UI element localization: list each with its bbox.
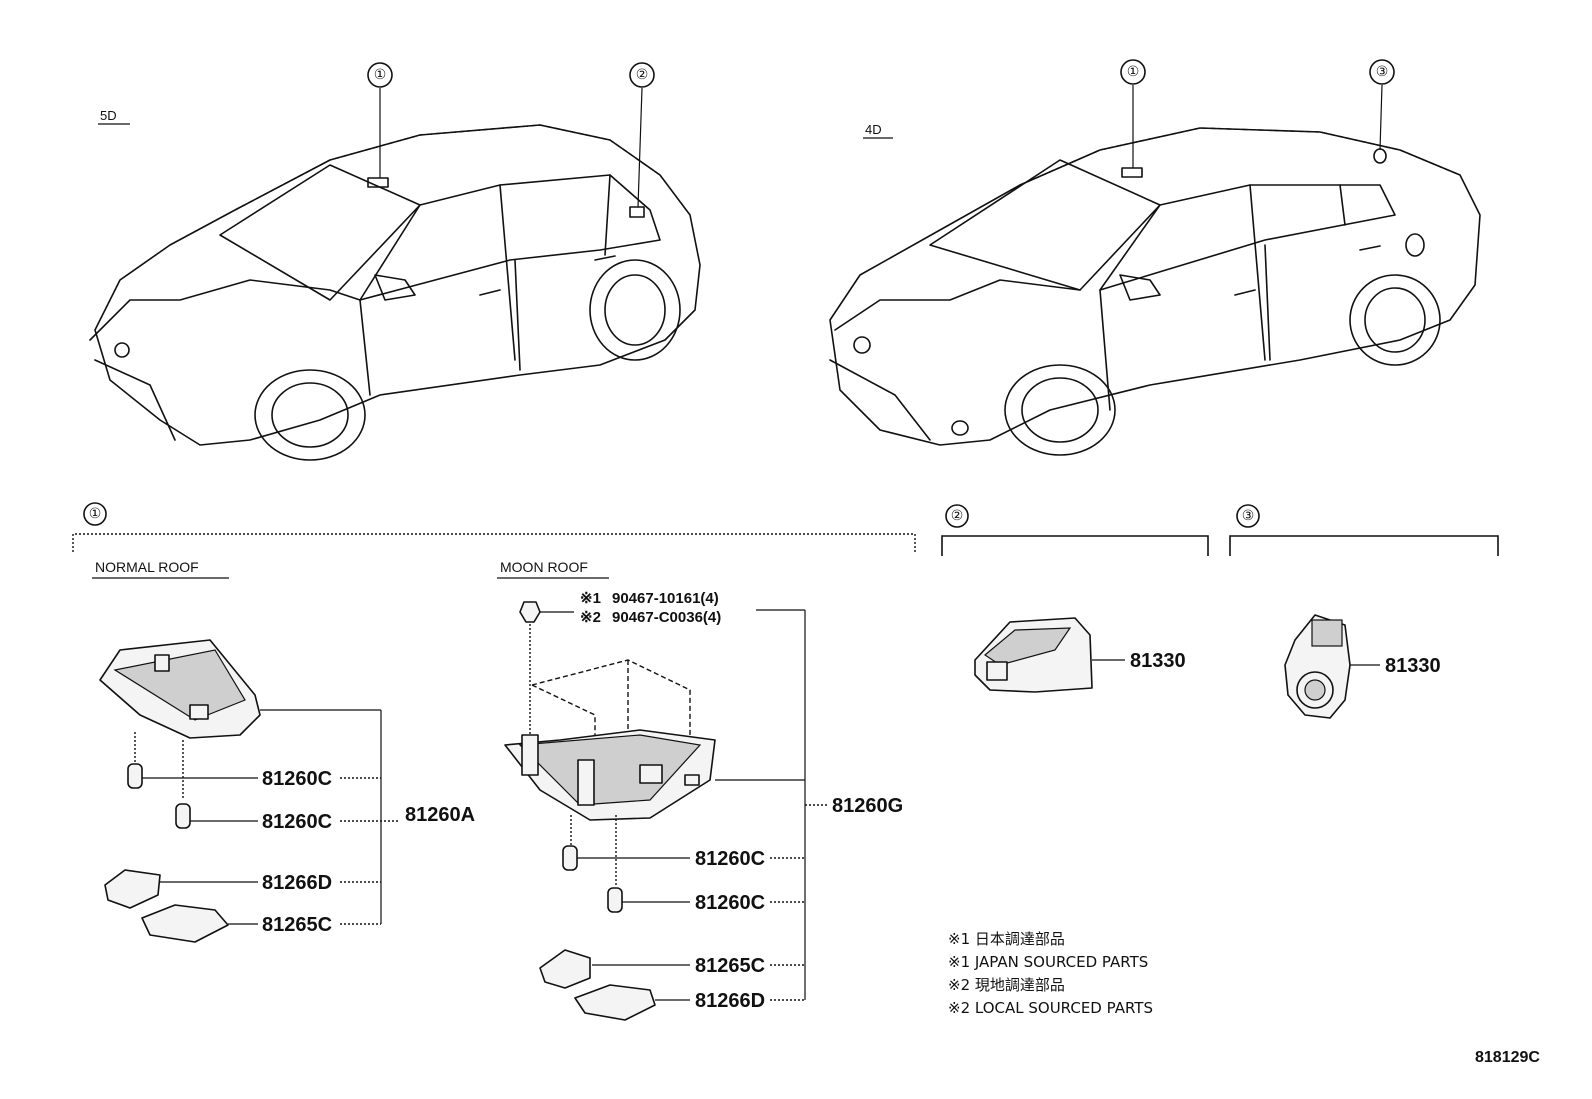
callout-2-hatchback: ② <box>629 62 655 208</box>
section-1-header: ① <box>72 502 916 552</box>
callout-1-sedan: ① <box>1120 59 1146 168</box>
assembly-part-number: 81260G <box>832 795 903 817</box>
section-3-group: 81330 <box>1284 614 1441 719</box>
bulb-icon <box>562 845 578 871</box>
note-line: ※2 現地調達部品 <box>948 976 1065 994</box>
screw-1-mark: ※1 <box>580 590 601 607</box>
svg-text:③: ③ <box>1376 64 1389 80</box>
svg-text:③: ③ <box>1242 508 1255 524</box>
figure-code: 818129C <box>1475 1049 1540 1066</box>
section-2-group: 81330 <box>974 617 1186 693</box>
part-number: 81265C <box>695 955 765 977</box>
hatchback-illustration: 5D <box>89 108 701 461</box>
part-number: 81260C <box>695 892 765 914</box>
moon-roof-label: MOON ROOF <box>500 559 588 575</box>
part-number: 81260C <box>262 768 332 790</box>
svg-text:①: ① <box>1127 64 1140 80</box>
hatchback-label: 5D <box>100 108 117 123</box>
lens-icon <box>141 904 229 943</box>
note-line: ※1 日本調達部品 <box>948 930 1065 948</box>
moon-roof-group: MOON ROOF ※1 90467-10161(4) ※2 90467-C00… <box>497 559 903 1021</box>
normal-roof-group: NORMAL ROOF 81260C 81260C 81266D 81265C … <box>92 559 475 943</box>
bulb-icon <box>127 763 143 789</box>
svg-text:②: ② <box>951 508 964 524</box>
part-number: 81330 <box>1385 655 1441 677</box>
screw-1-part: 90467-10161(4) <box>612 590 719 607</box>
svg-text:②: ② <box>636 67 649 83</box>
bulb-icon <box>607 887 623 913</box>
section-2-header: ② <box>941 504 1209 556</box>
part-number: 81260C <box>262 811 332 833</box>
section-3-header: ③ <box>1229 504 1499 556</box>
part-number: 81330 <box>1130 650 1186 672</box>
sourcing-notes: ※1 日本調達部品 ※1 JAPAN SOURCED PARTS ※2 現地調達… <box>948 930 1153 1017</box>
lens-icon <box>104 869 161 909</box>
part-number: 81265C <box>262 914 332 936</box>
svg-text:①: ① <box>374 67 387 83</box>
note-line: ※1 JAPAN SOURCED PARTS <box>948 953 1148 971</box>
normal-roof-label: NORMAL ROOF <box>95 559 199 575</box>
assembly-part-number: 81260A <box>405 804 475 826</box>
part-number: 81266D <box>262 872 332 894</box>
screw-2-part: 90467-C0036(4) <box>612 609 721 626</box>
screw-icon <box>519 601 541 623</box>
lens-icon <box>539 949 591 989</box>
callout-3-sedan: ③ <box>1369 59 1395 151</box>
lens-icon <box>574 984 656 1021</box>
svg-text:①: ① <box>89 506 102 522</box>
sedan-label: 4D <box>865 122 882 137</box>
bulb-icon <box>175 803 191 829</box>
part-number: 81266D <box>695 990 765 1012</box>
sedan-illustration: 4D <box>829 122 1481 456</box>
part-number: 81260C <box>695 848 765 870</box>
screw-2-mark: ※2 <box>580 609 601 626</box>
callout-1-hatchback: ① <box>367 62 393 178</box>
note-line: ※2 LOCAL SOURCED PARTS <box>948 999 1153 1017</box>
